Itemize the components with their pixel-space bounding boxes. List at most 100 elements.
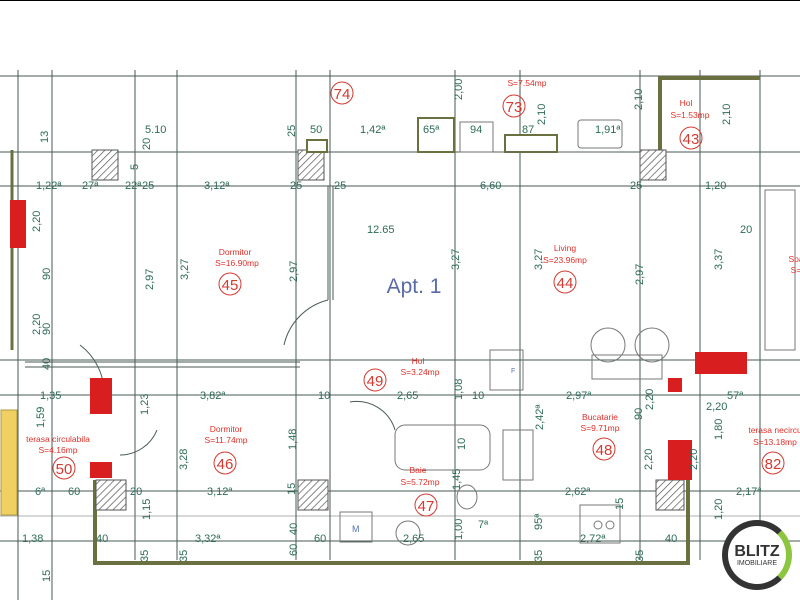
svg-text:2,97: 2,97: [144, 269, 156, 290]
svg-text:6,60: 6,60: [480, 180, 501, 192]
svg-text:40: 40: [288, 523, 300, 535]
svg-text:S=5.72mp: S=5.72mp: [401, 477, 440, 487]
svg-text:65ª: 65ª: [423, 124, 440, 136]
svg-text:S=: S=: [791, 265, 800, 275]
svg-text:3,82ª: 3,82ª: [200, 390, 226, 402]
svg-text:2,20: 2,20: [31, 211, 43, 232]
svg-text:3,12ª: 3,12ª: [204, 180, 230, 192]
blitz-imobiliare-logo: BLITZ IMOBILIARE: [722, 520, 792, 590]
room-73: S=7.54mp 73: [502, 78, 547, 118]
svg-text:Hol: Hol: [412, 356, 425, 366]
svg-text:2,20: 2,20: [644, 389, 656, 410]
svg-text:2,97: 2,97: [288, 261, 300, 282]
room-terasa-circulabila-50: terasa circulabila S=4.16mp 50: [26, 434, 90, 480]
svg-text:40: 40: [41, 358, 53, 370]
svg-text:3,12ª: 3,12ª: [207, 486, 233, 498]
svg-text:57ª: 57ª: [727, 390, 744, 402]
svg-text:13: 13: [39, 131, 51, 143]
svg-text:45: 45: [222, 277, 239, 294]
room-hol-49: Hol S=3.24mp 49: [363, 356, 440, 392]
room-bucatarie-48: Bucatarie S=9.71mp 48: [581, 412, 620, 461]
svg-text:1,35: 1,35: [40, 390, 61, 402]
dimension-labels: 5.10 13 20 25 50 1,42ª 65ª 94 87 1,91ª 2…: [22, 79, 762, 582]
svg-text:1,20: 1,20: [713, 499, 725, 520]
svg-text:1,20: 1,20: [705, 180, 726, 192]
svg-text:35: 35: [533, 550, 545, 562]
svg-text:10: 10: [472, 390, 484, 402]
svg-text:25: 25: [286, 125, 298, 137]
svg-text:S=4.16mp: S=4.16mp: [39, 445, 78, 455]
svg-text:60: 60: [288, 544, 300, 556]
svg-text:27ª: 27ª: [82, 180, 99, 192]
room-dormitor-45: Dormitor S=16.90mp 45: [215, 247, 259, 296]
svg-text:1,91ª: 1,91ª: [595, 124, 621, 136]
svg-text:Spa: Spa: [788, 254, 800, 264]
svg-text:3,37: 3,37: [713, 249, 725, 270]
svg-text:1,45: 1,45: [451, 469, 463, 490]
svg-text:1,15: 1,15: [141, 499, 153, 520]
svg-text:1,08: 1,08: [453, 379, 465, 400]
svg-text:15: 15: [41, 570, 53, 582]
svg-text:2,20: 2,20: [31, 314, 43, 335]
svg-text:S=11.74mp: S=11.74mp: [204, 435, 247, 445]
logo-text-main: BLITZ: [734, 542, 780, 560]
svg-text:35: 35: [178, 550, 190, 562]
svg-text:2,10: 2,10: [721, 104, 733, 125]
room-living-44: Living S=23.96mp 44: [543, 243, 587, 294]
room-dormitor-46: Dormitor S=11.74mp 46: [204, 424, 248, 475]
svg-text:1,59: 1,59: [35, 407, 47, 428]
logo-text-sub: IMOBILIARE: [736, 559, 778, 567]
svg-text:3,32ª: 3,32ª: [195, 533, 221, 545]
svg-text:60: 60: [68, 486, 80, 498]
svg-text:1,48: 1,48: [287, 429, 299, 450]
svg-text:2,65: 2,65: [403, 533, 424, 545]
svg-text:2,10: 2,10: [536, 104, 548, 125]
svg-text:F: F: [511, 368, 515, 375]
svg-text:2,10: 2,10: [633, 89, 645, 110]
svg-text:S=16.90mp: S=16.90mp: [215, 258, 259, 268]
svg-text:6ª: 6ª: [35, 486, 46, 498]
svg-text:74: 74: [334, 86, 351, 103]
room-baie-47: Baie S=5.72mp 47: [401, 465, 440, 517]
svg-text:Baie: Baie: [409, 465, 426, 475]
svg-text:49: 49: [367, 373, 384, 390]
svg-text:1,38: 1,38: [22, 533, 43, 545]
svg-text:M: M: [352, 524, 360, 534]
svg-text:Living: Living: [554, 243, 576, 253]
svg-text:10: 10: [318, 390, 330, 402]
svg-text:3,27: 3,27: [533, 249, 545, 270]
svg-text:3,27: 3,27: [450, 249, 462, 270]
svg-text:2,62ª: 2,62ª: [565, 486, 591, 498]
svg-text:90: 90: [41, 268, 53, 280]
apartment-title: Apt. 1: [387, 275, 442, 298]
svg-text:1,80: 1,80: [713, 419, 725, 440]
svg-text:25: 25: [290, 180, 302, 192]
room-hol-43: Hol S=1.53mp 43: [671, 98, 710, 150]
svg-text:1,42ª: 1,42ª: [360, 124, 386, 136]
svg-text:40: 40: [665, 533, 677, 545]
svg-text:2,00: 2,00: [453, 79, 465, 100]
svg-text:87: 87: [522, 124, 534, 136]
radiators: [0, 200, 747, 516]
svg-text:S=3.24mp: S=3.24mp: [401, 367, 440, 377]
svg-text:90: 90: [41, 323, 53, 335]
svg-text:terasa circulabila: terasa circulabila: [26, 434, 90, 444]
room-spatiu-cut: Spa S=: [788, 254, 800, 275]
svg-text:Hol: Hol: [680, 98, 693, 108]
svg-text:2,20: 2,20: [643, 449, 655, 470]
svg-text:1,22ª: 1,22ª: [36, 180, 62, 192]
svg-text:15: 15: [286, 483, 298, 495]
svg-text:50: 50: [310, 124, 322, 136]
fixtures: M F: [25, 186, 796, 546]
svg-text:44: 44: [557, 275, 574, 292]
svg-text:10: 10: [456, 438, 468, 450]
room-74: 74: [330, 81, 354, 105]
svg-text:95ª: 95ª: [533, 513, 545, 530]
svg-text:Dormitor: Dormitor: [219, 247, 252, 257]
svg-text:46: 46: [217, 456, 234, 473]
svg-text:25: 25: [334, 180, 346, 192]
svg-text:1,23: 1,23: [139, 394, 151, 415]
svg-text:S=23.96mp: S=23.96mp: [543, 255, 587, 265]
svg-text:terasa necirculabila: terasa necirculabila: [748, 425, 800, 435]
